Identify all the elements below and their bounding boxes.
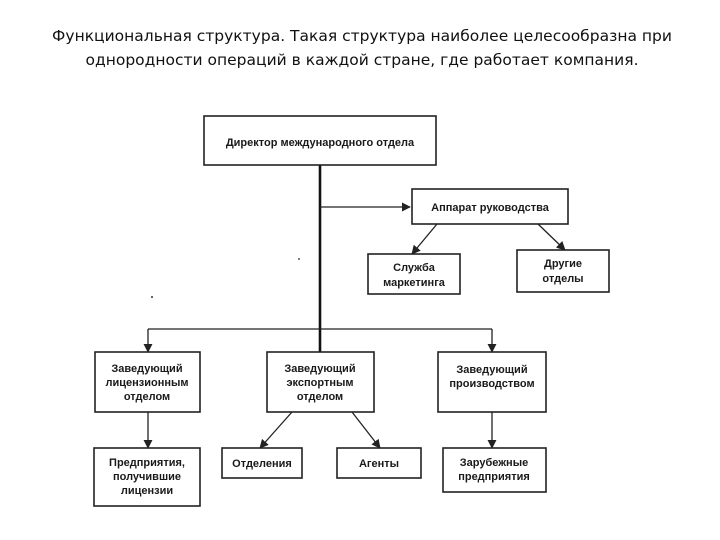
agents-label: Агенты: [359, 458, 399, 470]
apparatus-label: Аппарат руководства: [431, 202, 550, 214]
head-export-label-line-1: Заведующий: [284, 363, 355, 375]
connectors: [143, 165, 566, 449]
foreign-enterprises-label-line-2: предприятия: [458, 471, 530, 483]
head-production-label-line-1: Заведующий: [456, 364, 527, 376]
head-licensing-label-line-3: отделом: [124, 391, 170, 403]
marketing-label-line-1: Служба: [393, 262, 436, 274]
foreign-enterprises-box: Зарубежные предприятия: [442, 447, 547, 493]
head-production-box: Заведующий производством: [437, 351, 547, 413]
other-depts-label-line-1: Другие: [544, 258, 582, 270]
branches-label: Отделения: [232, 458, 292, 470]
caption-line-1: Функциональная структура. Такая структур…: [52, 27, 672, 45]
agents-box: Агенты: [336, 447, 422, 479]
director-box: Директор международного отдела: [203, 115, 437, 166]
head-licensing-label-line-1: Заведующий: [111, 363, 182, 375]
arrow-to-branches: [259, 411, 293, 449]
licensed-enterprises-label-line-2: получившие: [113, 471, 181, 483]
marketing-box: Служба маркетинга: [367, 253, 461, 295]
slide-caption: Функциональная структура. Такая структур…: [22, 24, 702, 72]
marketing-label-line-2: маркетинга: [383, 277, 446, 289]
head-export-box: Заведующий экспортным отделом: [266, 351, 375, 413]
branches-box: Отделения: [221, 447, 303, 479]
foreign-enterprises-label-line-1: Зарубежные: [460, 457, 528, 469]
scan-speck: [298, 258, 300, 260]
other-depts-label-line-2: отделы: [542, 273, 583, 285]
licensed-enterprises-label-line-3: лицензии: [121, 485, 173, 497]
apparatus-box: Аппарат руководства: [411, 188, 569, 225]
head-licensing-box: Заведующий лицензионным отделом: [94, 351, 201, 413]
head-production-label-line-2: производством: [449, 378, 534, 390]
other-depts-box: Другие отделы: [516, 249, 610, 293]
caption-line-2: однородности операций в каждой стране, г…: [85, 51, 639, 69]
director-label: Директор международного отдела: [226, 137, 415, 149]
arrow-to-agents: [351, 411, 381, 449]
head-licensing-label-line-2: лицензионным: [105, 377, 188, 389]
arrow-apparatus-to-marketing: [411, 223, 438, 255]
licensed-enterprises-label-line-1: Предприятия,: [109, 457, 185, 469]
licensed-enterprises-box: Предприятия, получившие лицензии: [93, 447, 201, 507]
head-export-label-line-3: отделом: [297, 391, 343, 403]
scan-speck: [150, 295, 154, 299]
arrow-apparatus-to-other-depts: [537, 223, 566, 251]
head-export-label-line-2: экспортным: [286, 377, 353, 389]
